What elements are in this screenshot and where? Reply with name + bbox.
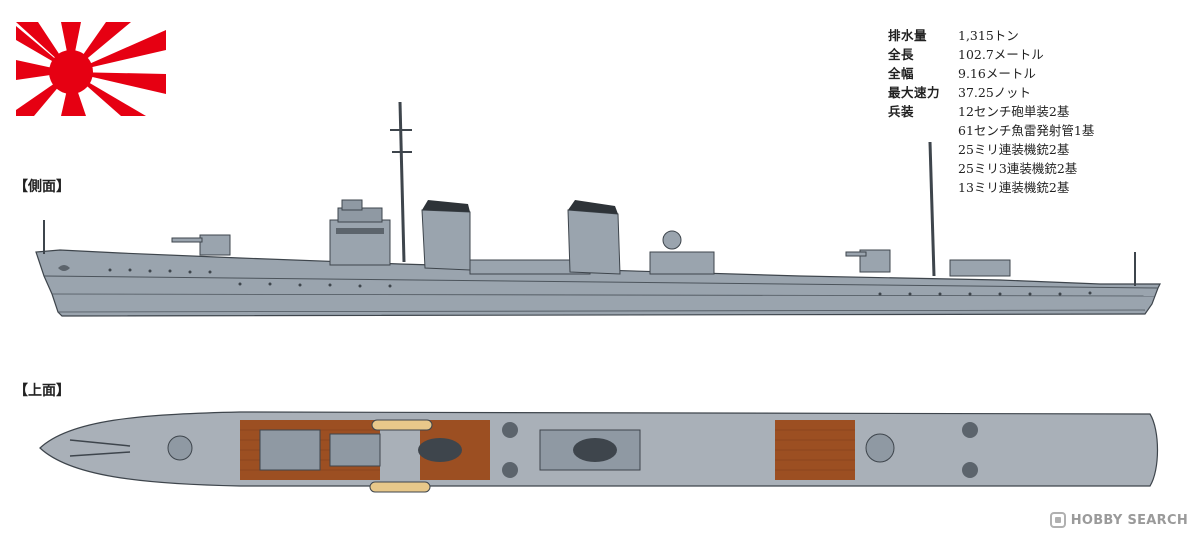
torpedo-mount — [649, 230, 715, 275]
rising-sun-flag-icon — [16, 22, 166, 116]
spec-label: 排水量 — [888, 28, 928, 43]
ship-top-plan — [39, 411, 1159, 493]
anchor-chain — [69, 451, 131, 457]
aa-mount — [962, 422, 978, 438]
spec-value: 102.7メートル — [958, 47, 1044, 62]
aa-mount — [962, 462, 978, 478]
top-view-label: 【上面】 — [14, 383, 70, 399]
aft-funnel-cap — [573, 438, 617, 462]
ship-side-profile — [35, 101, 1161, 317]
spec-beam: 全幅 9.16メートル — [888, 64, 1094, 83]
watermark-text: HOBBY SEARCH — [1070, 512, 1188, 528]
spec-displacement: 排水量 1,315トン — [888, 26, 1094, 45]
armament-item: 25ミリ連装機銃2基 — [958, 142, 1070, 157]
boat-port — [369, 481, 431, 493]
spec-armament: 兵装 12センチ砲単装2基 61センチ魚雷発射管1基 25ミリ連装機銃2基 25… — [888, 102, 1094, 197]
aft-funnel — [567, 200, 621, 275]
anchor-icon — [58, 265, 70, 271]
spec-value: 9.16メートル — [958, 66, 1036, 81]
aft-gun-top — [865, 433, 895, 463]
forward-gun — [171, 234, 231, 256]
aa-mount — [502, 462, 518, 478]
armament-item: 13ミリ連装機銃2基 — [958, 180, 1070, 195]
waterline — [43, 275, 1159, 289]
spec-label: 最大速力 — [888, 85, 941, 100]
foremast-platform — [329, 433, 381, 467]
bridge-top — [259, 429, 321, 471]
foremast — [390, 101, 412, 263]
boot-line — [51, 293, 1156, 297]
portholes — [108, 268, 1092, 296]
spec-label: 全幅 — [888, 66, 915, 81]
anchor-chain — [69, 439, 131, 447]
aa-mount — [502, 422, 518, 438]
spec-label: 全長 — [888, 47, 915, 62]
spec-value: 1,315トン — [958, 28, 1019, 43]
spec-length: 全長 102.7メートル — [888, 45, 1094, 64]
spec-value: 37.25ノット — [958, 85, 1032, 100]
armament-item: 12センチ砲単装2基 — [958, 104, 1070, 119]
armament-item: 25ミリ3連装機銃2基 — [958, 161, 1078, 176]
hobby-search-logo-icon — [1049, 512, 1066, 528]
mainmast — [928, 141, 936, 277]
spec-max-speed: 最大速力 37.25ノット — [888, 83, 1094, 102]
forward-funnel-cap — [418, 438, 462, 462]
armament-item: 61センチ魚雷発射管1基 — [958, 123, 1095, 138]
ship-specs-table: 排水量 1,315トン 全長 102.7メートル 全幅 9.16メートル 最大速… — [888, 26, 1094, 197]
aft-gun — [845, 249, 891, 273]
watermark: HOBBY SEARCH — [1049, 512, 1188, 528]
bridge — [329, 199, 391, 266]
spec-label: 兵装 — [888, 104, 915, 119]
side-view-label: 【側面】 — [14, 179, 70, 195]
boat-starboard — [371, 419, 433, 431]
forward-funnel — [421, 200, 471, 271]
forward-gun-top — [167, 435, 193, 461]
keel-line — [57, 309, 1146, 313]
armament-list: 12センチ砲単装2基 61センチ魚雷発射管1基 25ミリ連装機銃2基 25ミリ3… — [958, 102, 1094, 197]
aft-deckhouse — [949, 259, 1011, 277]
